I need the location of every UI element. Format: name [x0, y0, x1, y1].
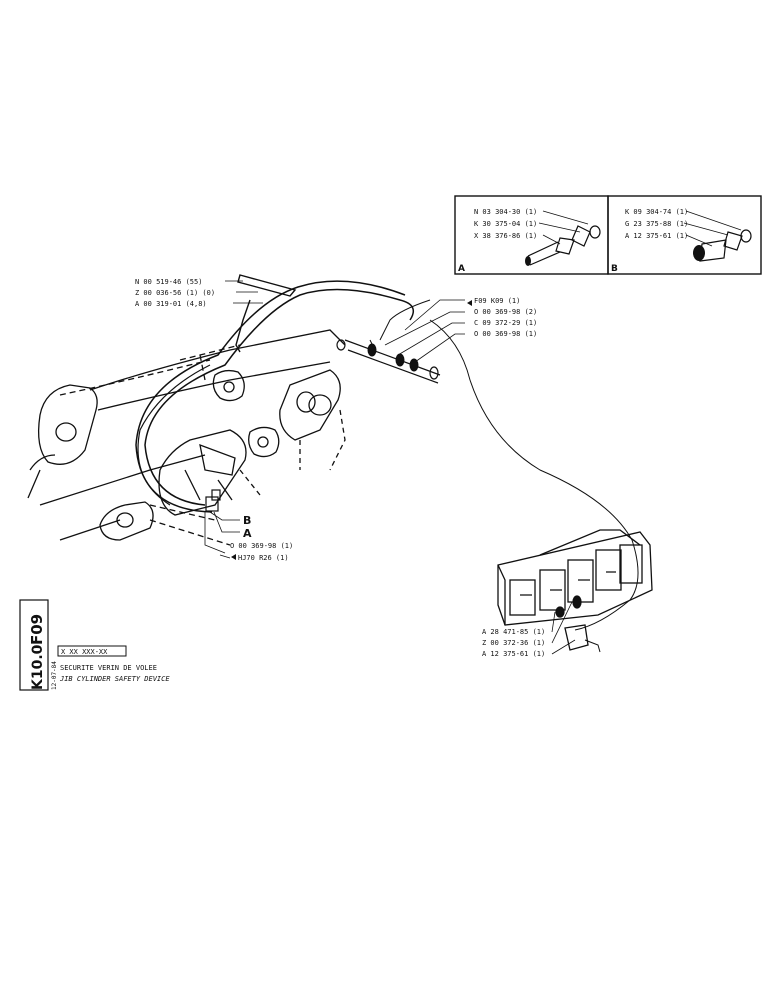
callout-z-00-036-56: Z 00 036-56 (1) (0) — [135, 289, 215, 297]
callout-o-00-369-98-c: O 00 369-98 (1) — [230, 542, 293, 550]
triangle-marker-icon — [467, 300, 472, 306]
marker-a: A — [243, 527, 252, 540]
valve-block-drawing — [497, 529, 653, 653]
detail-b-part-1: K 09 304-74 (1) — [625, 208, 688, 216]
callout-f09-k09: F09 K09 (1) — [474, 297, 520, 305]
title-block: F09 K10.0 12-07-84 X XX XXX-XX SECURITE … — [19, 599, 170, 691]
callout-n-00-519-46: N 00 519-46 (55) — [135, 278, 202, 286]
callout-c-09-372-29: C 09 372-29 (1) — [474, 319, 537, 327]
callout-a-00-319-01: A 00 319-01 (4,8) — [135, 300, 207, 308]
marker-b: B — [243, 514, 251, 527]
callout-z-00-372-36: Z 00 372-36 (1) — [482, 639, 545, 647]
leader-lines — [204, 280, 576, 655]
title-english: JIB CYLINDER SAFETY DEVICE — [59, 675, 170, 683]
reference-number: X XX XXX-XX — [61, 648, 108, 656]
detail-b-letter: B — [611, 264, 618, 274]
page-code-k10: K10.0 — [30, 644, 46, 690]
detail-box: N 03 304-30 (1) K 30 375-04 (1) X 38 376… — [454, 195, 762, 275]
callout-a-28-471-85: A 28 471-85 (1) — [482, 628, 545, 636]
hydraulic-hoses — [135, 274, 639, 631]
detail-a-part-2: K 30 375-04 (1) — [474, 220, 537, 228]
detail-a-part-3: X 38 376-86 (1) — [474, 232, 537, 240]
page-date: 12-07-84 — [51, 661, 58, 690]
machine-boom-drawing — [27, 329, 346, 546]
callout-a-12-375-61: A 12 375-61 (1) — [482, 650, 545, 658]
page-code-f09: F09 — [28, 614, 46, 645]
detail-b-part-3: A 12 375-61 (1) — [625, 232, 688, 240]
detail-b-part-2: G 23 375-88 (1) — [625, 220, 688, 228]
callout-o-00-369-98-a: O 00 369-98 (2) — [474, 308, 537, 316]
detail-a-letter: A — [458, 264, 465, 274]
callout-hj70-r26: HJ70 R26 (1) — [238, 554, 289, 562]
triangle-marker-icon — [231, 554, 236, 560]
title-french: SECURITE VERIN DE VOLEE — [60, 664, 157, 672]
fitting-b-drawing — [693, 229, 752, 262]
callout-o-00-369-98-b: O 00 369-98 (1) — [474, 330, 537, 338]
detail-a-part-1: N 03 304-30 (1) — [474, 208, 537, 216]
fitting-a-drawing — [525, 225, 601, 266]
